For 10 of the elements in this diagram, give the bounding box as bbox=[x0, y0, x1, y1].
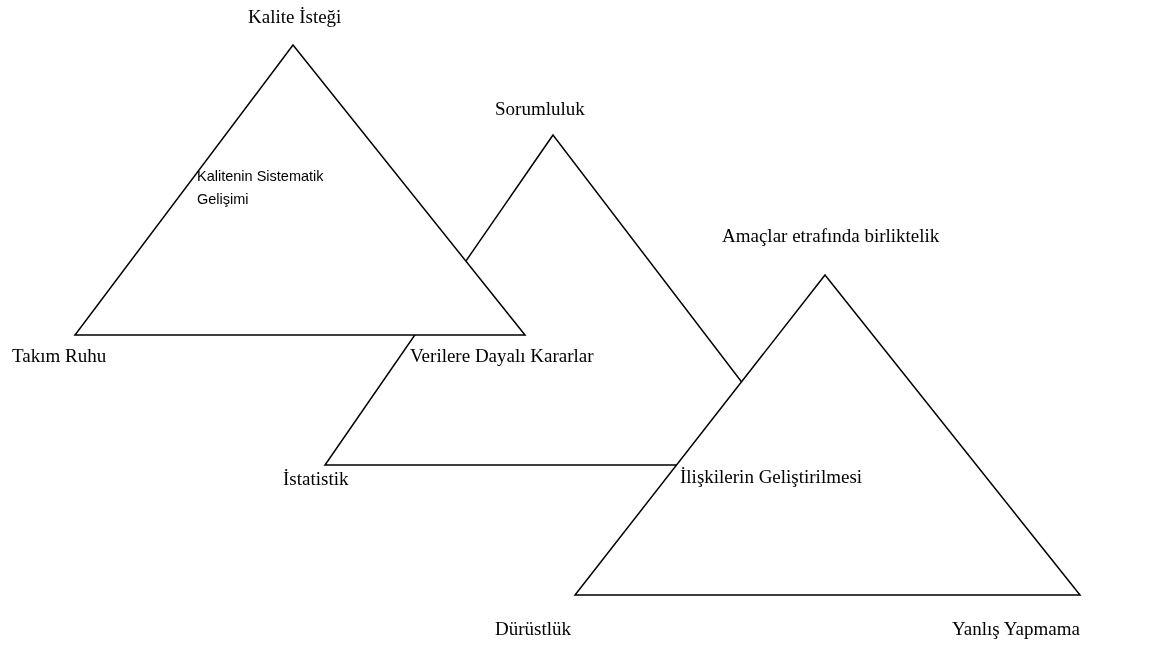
triangle-title: İlişkilerin Geliştirilmesi bbox=[680, 466, 863, 489]
corner-label: Yanlış Yapmama bbox=[952, 618, 1080, 641]
corner-label: Kalite İsteği bbox=[248, 6, 342, 29]
triangle-title: Verilere Dayalı Kararlar bbox=[410, 345, 594, 368]
corner-label: Amaçlar etrafında birliktelik bbox=[722, 225, 940, 248]
corner-label: Sorumluluk bbox=[495, 98, 585, 121]
corner-label: Takım Ruhu bbox=[12, 345, 107, 368]
triangle-title: Kalitenin Sistematik Gelişimi bbox=[197, 167, 325, 210]
corner-label: Dürüstlük bbox=[495, 618, 571, 641]
corner-label: İstatistik bbox=[283, 468, 349, 491]
